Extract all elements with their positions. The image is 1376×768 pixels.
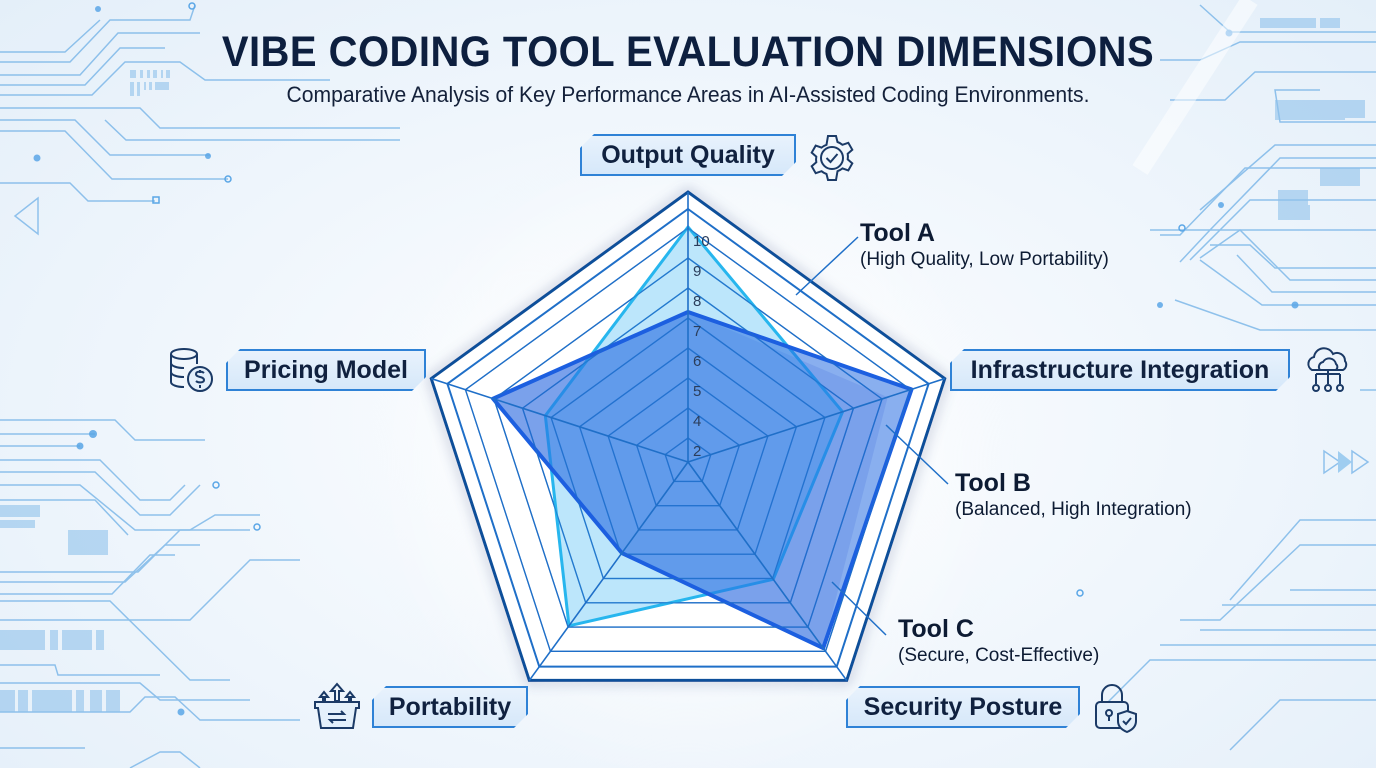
tool-c-annotation: Tool C (Secure, Cost-Effective) — [898, 614, 1099, 668]
tool-b-desc: (Balanced, High Integration) — [955, 499, 1192, 520]
page-title: VIBE CODING TOOL EVALUATION DIMENSIONS — [221, 28, 1155, 76]
tick-label: 5 — [693, 383, 701, 400]
axis-label-security-posture: Security Posture — [846, 686, 1080, 728]
tool-b-name: Tool B — [955, 469, 1031, 497]
tick-label: 2 — [693, 443, 701, 460]
tool-b-annotation: Tool B (Balanced, High Integration) — [955, 468, 1192, 522]
radar-spokes — [430, 192, 946, 681]
axis-label-pricing-model: Pricing Model — [226, 349, 426, 391]
tick-label: 4 — [693, 413, 701, 430]
tick-label: 8 — [693, 293, 701, 310]
axis-label-output-quality: Output Quality — [580, 134, 796, 176]
axis-label-infrastructure-integration: Infrastructure Integration — [950, 349, 1290, 391]
page-subtitle: Comparative Analysis of Key Performance … — [286, 82, 1090, 107]
tick-label: 9 — [693, 263, 701, 280]
tool-a-annotation: Tool A (High Quality, Low Portability) — [860, 218, 1109, 272]
gear-check-icon — [810, 135, 854, 181]
lock-shield-icon — [1095, 684, 1137, 734]
tick-label: 6 — [693, 353, 701, 370]
tool-a-name: Tool A — [860, 219, 935, 247]
radar-tick-labels: 2 4 5 6 7 8 9 10 — [693, 233, 710, 460]
tick-label: 10 — [693, 233, 710, 250]
tool-leader-lines — [795, 236, 949, 636]
tick-label: 7 — [693, 323, 701, 340]
cloud-network-icon — [1307, 347, 1348, 392]
axis-label-portability: Portability — [372, 686, 528, 728]
tool-c-name: Tool C — [898, 615, 974, 643]
tool-a-desc: (High Quality, Low Portability) — [860, 249, 1109, 270]
coins-dollar-icon — [170, 348, 213, 392]
tool-c-desc: (Secure, Cost-Effective) — [898, 645, 1100, 666]
box-transfer-icon — [314, 682, 360, 729]
